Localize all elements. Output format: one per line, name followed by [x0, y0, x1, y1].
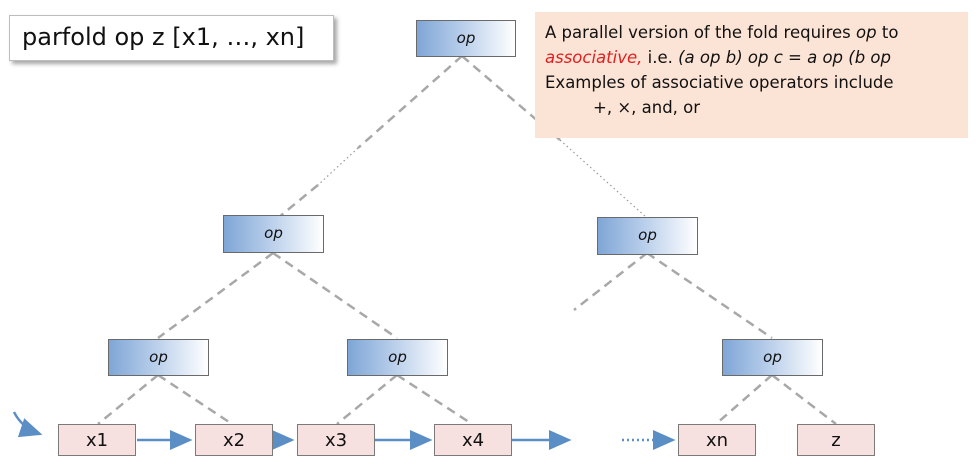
op-node-root: op [416, 20, 516, 57]
leaf-x4: x4 [434, 424, 512, 456]
edge-low2-x3 [336, 374, 398, 425]
associative-word: associative, [545, 48, 643, 67]
entry-arrow [12, 411, 43, 438]
leaf-x2: x2 [195, 424, 273, 456]
edge-root-midright-dotted [559, 139, 648, 219]
edge-midleft-low2 [272, 251, 398, 340]
edge-low1-x1 [97, 374, 159, 425]
edge-midright-low3 [646, 251, 773, 340]
op-node-low-3: op [722, 339, 823, 376]
edge-midleft-low1 [157, 251, 274, 340]
edge-low3-xn [715, 374, 773, 425]
note-line-4: +, ×, and, or [593, 98, 701, 117]
op-node-low-1: op [108, 339, 209, 376]
leaf-x1: x1 [58, 424, 136, 456]
title-box: parfold op z [x1, …, xn] [9, 15, 334, 61]
note-line-2: associative, i.e. (a op b) op c = a op (… [545, 48, 891, 67]
op-node-low-2: op [347, 339, 448, 376]
associativity-formula: (a op b) op c = a op (b op [678, 48, 891, 67]
op-node-mid-right: op [597, 217, 698, 255]
leaf-xn: xn [678, 424, 756, 456]
edge-low1-x2 [157, 373, 233, 426]
title-text: parfold op z [x1, …, xn] [22, 23, 305, 51]
leaf-z: z [797, 424, 875, 456]
edge-root-midleft-dotted [317, 147, 359, 186]
note-line-3: Examples of associative operators includ… [545, 73, 894, 92]
edge-low2-x4 [396, 373, 473, 426]
edge-low3-z [771, 374, 837, 425]
leaf-x3: x3 [297, 424, 375, 456]
associativity-note: A parallel version of the fold requires … [535, 12, 968, 138]
edge-root-midleft-upper [357, 55, 463, 149]
edge-midright-partial [573, 252, 648, 311]
op-node-mid-left: op [223, 215, 324, 253]
note-line-1: A parallel version of the fold requires … [545, 23, 899, 42]
